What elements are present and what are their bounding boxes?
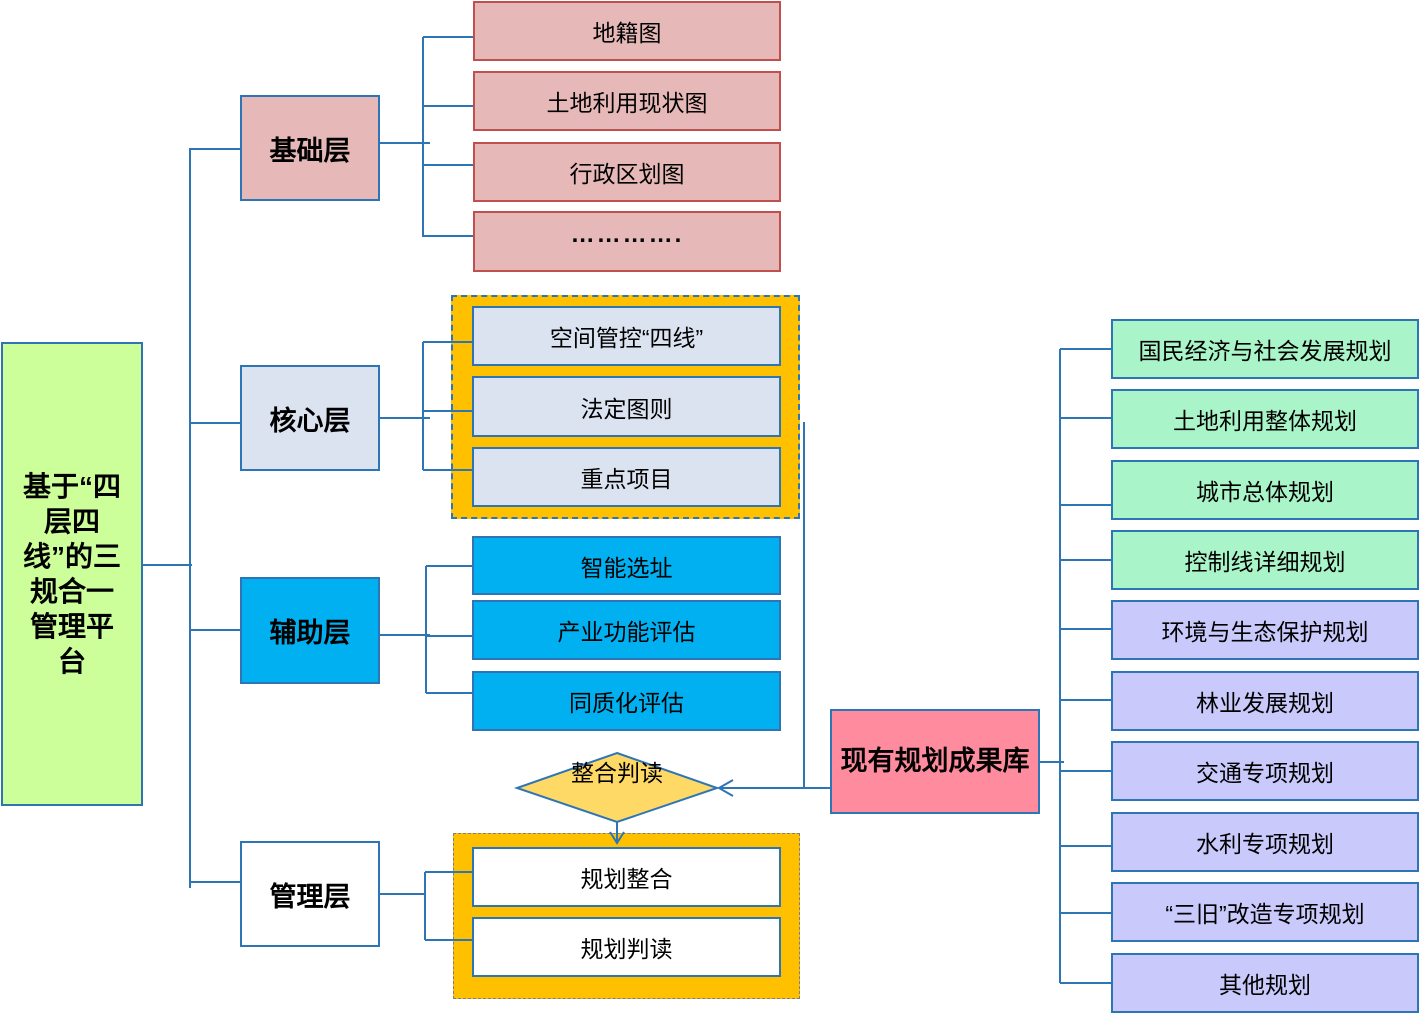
- aux-item-smart-siting: 智能选址: [472, 536, 781, 595]
- mgmt-item-plan-integration: 规划整合: [472, 847, 781, 907]
- layer-auxiliary: 辅助层: [240, 577, 380, 684]
- integration-diamond: [513, 751, 721, 824]
- plan-item-label: 控制线详细规划: [1184, 549, 1346, 575]
- layer-management: 管理层: [240, 841, 380, 947]
- plan-item-transportation: 交通专项规划: [1111, 741, 1419, 801]
- base-item-label: 行政区划图: [569, 161, 685, 187]
- integration-diamond-label: 整合判读: [571, 760, 663, 786]
- plan-item-label: 交通专项规划: [1196, 760, 1334, 786]
- plan-item-label: 土地利用整体规划: [1173, 408, 1357, 434]
- plan-item-label: 水利专项规划: [1196, 831, 1334, 857]
- plan-item-label: 城市总体规划: [1196, 479, 1334, 505]
- plan-item-label: 国民经济与社会发展规划: [1138, 338, 1392, 364]
- base-item-label: 地籍图: [592, 20, 662, 46]
- core-item-statutory-plan: 法定图则: [472, 376, 781, 437]
- mgmt-item-label: 规划判读: [580, 936, 673, 962]
- plan-item-other: 其他规划: [1111, 953, 1419, 1013]
- mgmt-item-label: 规划整合: [580, 866, 673, 892]
- plan-item-water: 水利专项规划: [1111, 812, 1419, 872]
- core-item-key-projects: 重点项目: [472, 447, 781, 507]
- layer-core-label: 核心层: [269, 405, 351, 436]
- core-item-label: 法定图则: [580, 395, 673, 422]
- plan-item-label: “三旧”改造专项规划: [1165, 901, 1365, 927]
- aux-item-homogenization-assessment: 同质化评估: [472, 671, 781, 731]
- core-item-label: 空间管控“四线”: [549, 325, 704, 351]
- base-item-label: ………….: [570, 220, 684, 248]
- planning-library-node: 现有规划成果库: [830, 709, 1040, 814]
- base-item-label: 土地利用现状图: [546, 90, 708, 116]
- plan-item-land-use: 土地利用整体规划: [1111, 389, 1419, 449]
- plan-item-label: 其他规划: [1219, 972, 1311, 998]
- platform-root-node: 基于“四层四线”的三规合一管理平台: [1, 342, 143, 806]
- planning-library-label: 现有规划成果库: [840, 746, 1030, 776]
- plan-item-three-old-renewal: “三旧”改造专项规划: [1111, 882, 1419, 942]
- plan-item-label: 林业发展规划: [1196, 690, 1334, 716]
- layer-base: 基础层: [240, 95, 380, 201]
- aux-item-label: 产业功能评估: [557, 619, 696, 645]
- plan-item-environment: 环境与生态保护规划: [1111, 600, 1419, 660]
- layer-core: 核心层: [240, 365, 380, 471]
- platform-root-label: 基于“四层四线”的三规合一管理平台: [23, 471, 122, 677]
- layer-management-label: 管理层: [269, 881, 351, 912]
- base-item-land-use-map: 土地利用现状图: [473, 71, 781, 131]
- aux-item-label: 同质化评估: [569, 690, 684, 716]
- base-item-ellipsis: ………….: [473, 211, 781, 272]
- layer-auxiliary-label: 辅助层: [269, 618, 351, 648]
- aux-item-label: 智能选址: [580, 554, 673, 581]
- core-item-spatial-control: 空间管控“四线”: [472, 306, 781, 366]
- base-item-cadastral-map: 地籍图: [473, 1, 781, 61]
- plan-item-forestry: 林业发展规划: [1111, 671, 1419, 731]
- plan-item-label: 环境与生态保护规划: [1161, 619, 1369, 645]
- layer-base-label: 基础层: [269, 135, 351, 166]
- plan-item-economic-social: 国民经济与社会发展规划: [1111, 319, 1419, 379]
- base-item-admin-division-map: 行政区划图: [473, 142, 781, 202]
- mgmt-item-plan-interpretation: 规划判读: [472, 917, 781, 977]
- core-item-label: 重点项目: [580, 466, 673, 492]
- aux-item-industry-assessment: 产业功能评估: [472, 600, 781, 660]
- plan-item-control-detailed: 控制线详细规划: [1111, 530, 1419, 590]
- plan-item-city-master: 城市总体规划: [1111, 460, 1419, 520]
